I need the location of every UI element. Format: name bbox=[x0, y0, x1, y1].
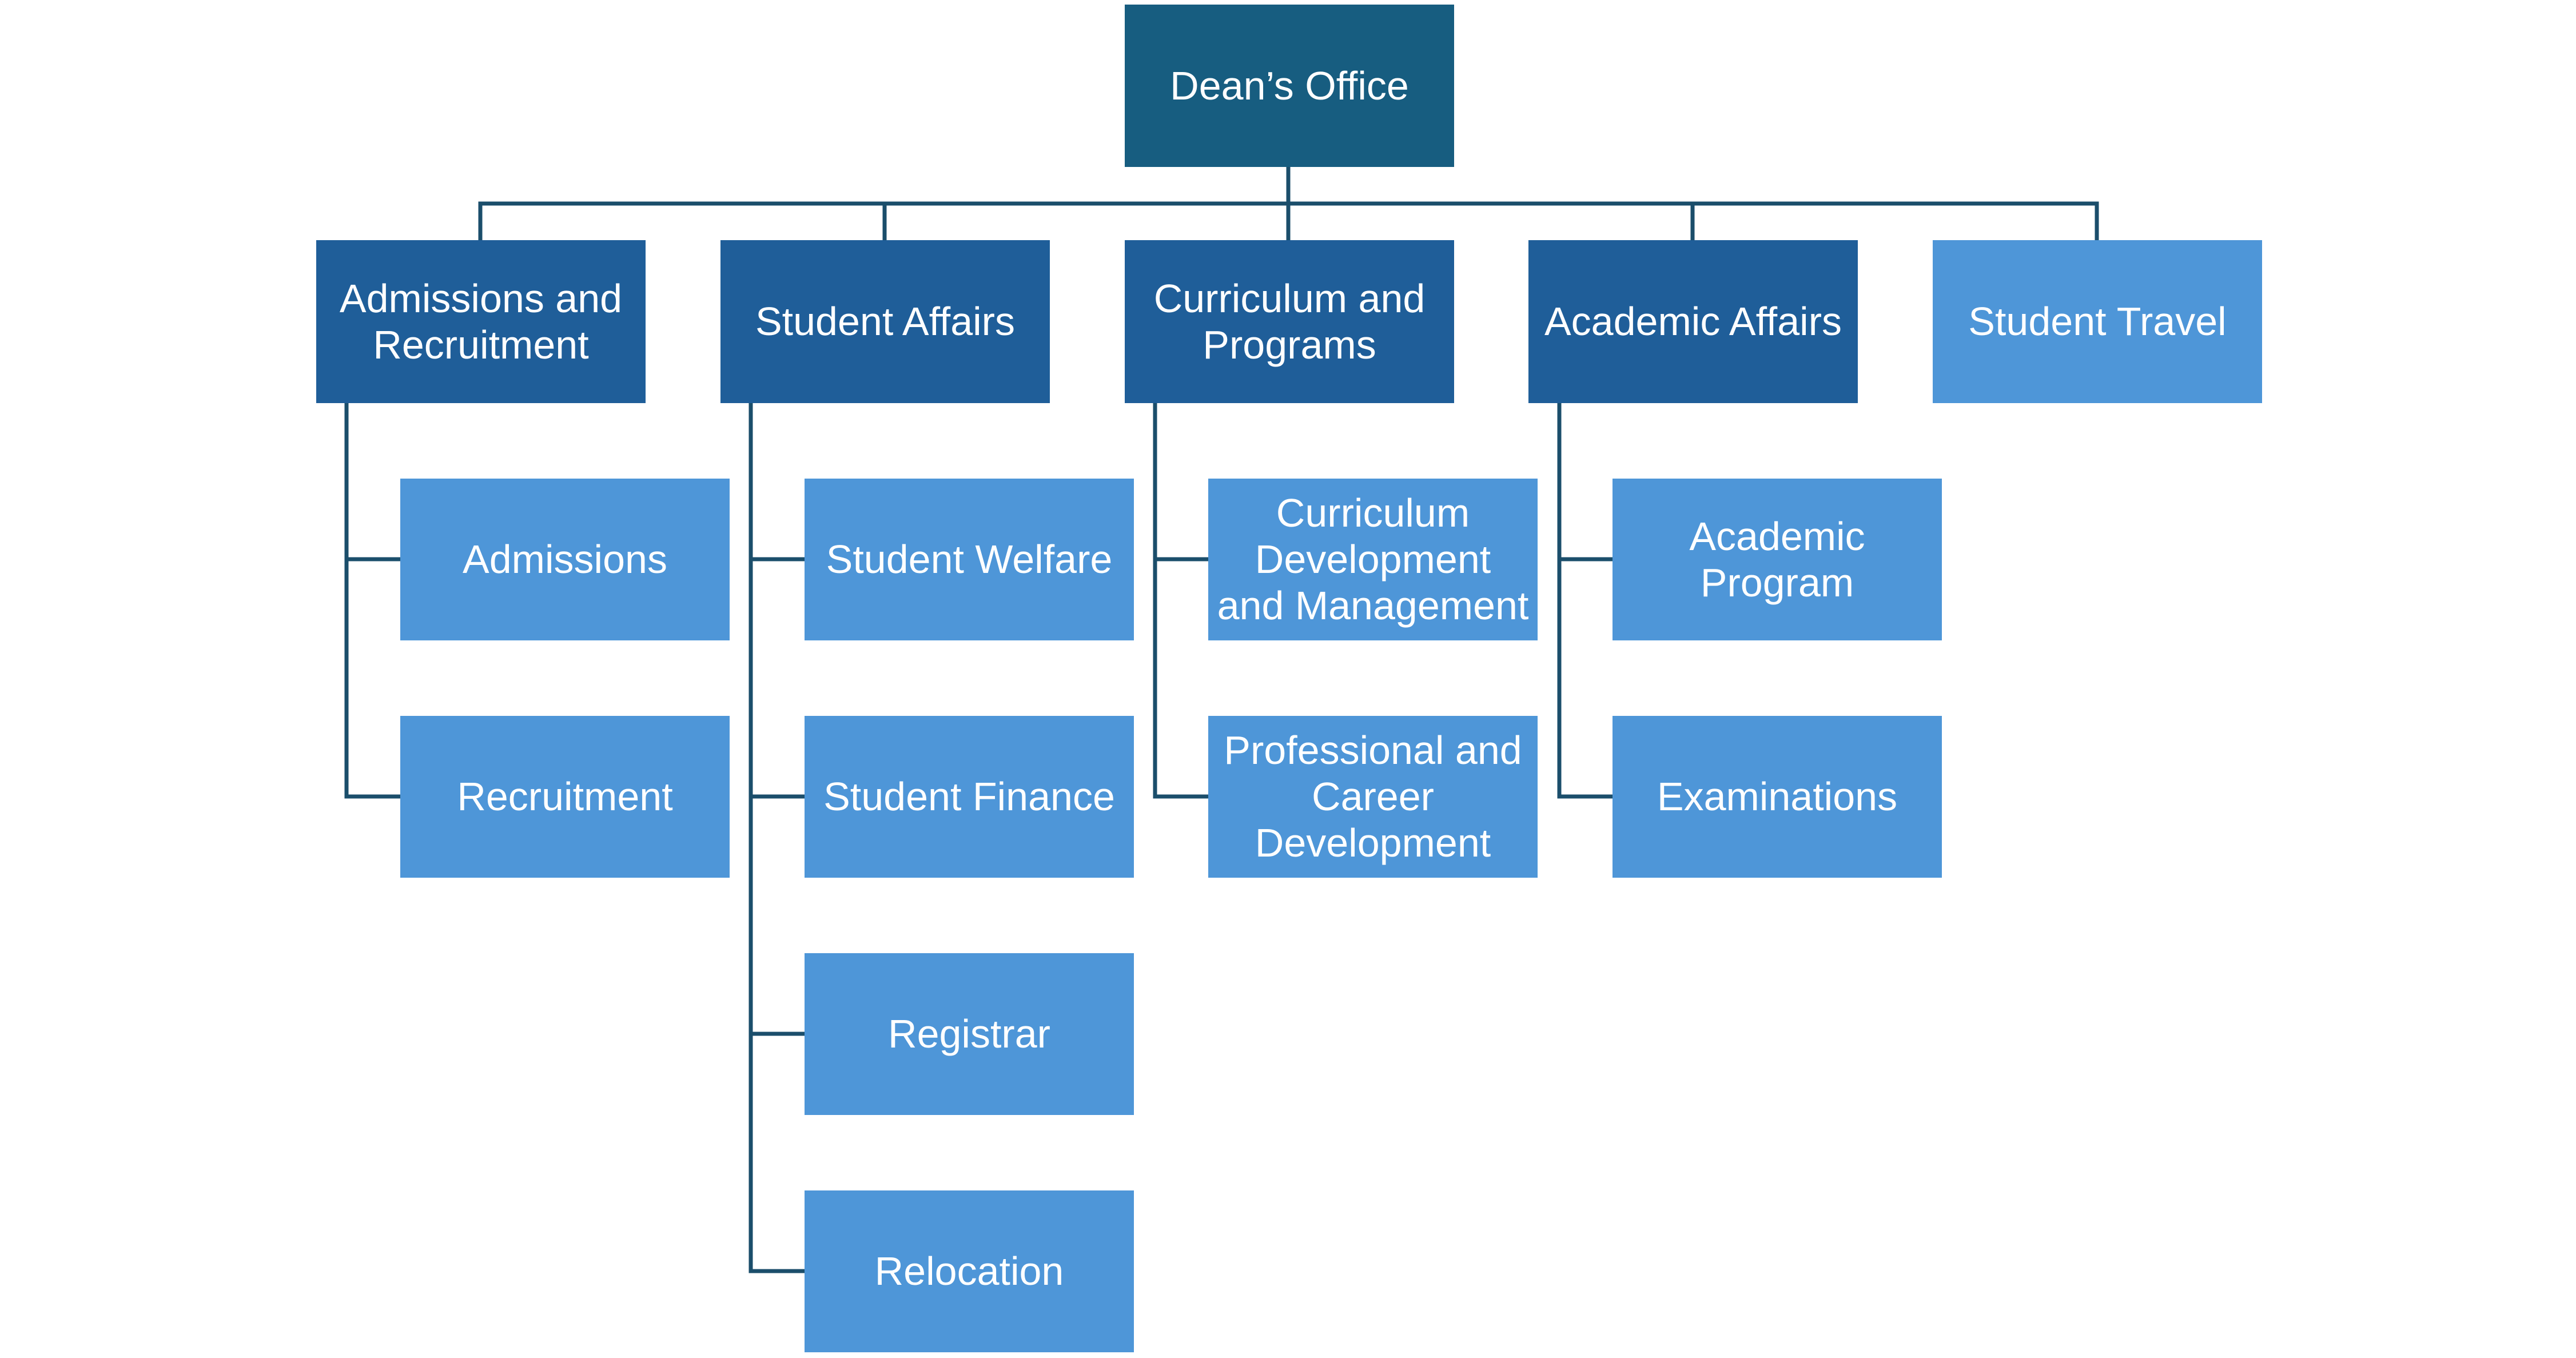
node-label: Dean’s Office bbox=[1170, 63, 1409, 108]
node-curriculum-development-and-management: Curriculum Development and Management bbox=[1208, 479, 1538, 640]
node-student-finance: Student Finance bbox=[805, 716, 1134, 878]
node-label: Student Travel bbox=[1968, 299, 2227, 344]
node-professional-and-career-development: Professional and Career Development bbox=[1208, 716, 1538, 878]
node-label: Academic Affairs bbox=[1544, 299, 1842, 344]
node-relocation: Relocation bbox=[805, 1190, 1134, 1352]
node-deans-office: Dean’s Office bbox=[1125, 5, 1454, 167]
node-label: Relocation bbox=[874, 1249, 1064, 1293]
node-label: Examinations bbox=[1657, 774, 1898, 819]
node-label: Curriculum Development and Management bbox=[1217, 491, 1529, 628]
node-academic-affairs: Academic Affairs bbox=[1528, 240, 1858, 403]
node-label: Student Affairs bbox=[755, 299, 1015, 344]
node-student-affairs: Student Affairs bbox=[720, 240, 1050, 403]
node-label: Registrar bbox=[888, 1011, 1050, 1056]
node-student-welfare: Student Welfare bbox=[805, 479, 1134, 640]
node-academic-program: Academic Program bbox=[1613, 479, 1942, 640]
node-admissions: Admissions bbox=[400, 479, 730, 640]
node-admissions-and-recruitment: Admissions and Recruitment bbox=[316, 240, 646, 403]
node-label: Curriculum and Programs bbox=[1153, 276, 1426, 367]
node-label: Professional and Career Development bbox=[1224, 728, 1522, 865]
node-label: Academic Program bbox=[1689, 513, 1865, 605]
node-recruitment: Recruitment bbox=[400, 716, 730, 878]
node-examinations: Examinations bbox=[1613, 716, 1942, 878]
node-label: Recruitment bbox=[457, 774, 673, 819]
node-student-travel: Student Travel bbox=[1933, 240, 2262, 403]
node-curriculum-and-programs: Curriculum and Programs bbox=[1125, 240, 1454, 403]
node-label: Student Finance bbox=[823, 774, 1115, 819]
node-label: Student Welfare bbox=[826, 537, 1113, 582]
node-label: Admissions and Recruitment bbox=[339, 276, 623, 367]
node-label: Admissions bbox=[463, 537, 667, 582]
node-registrar: Registrar bbox=[805, 953, 1134, 1115]
